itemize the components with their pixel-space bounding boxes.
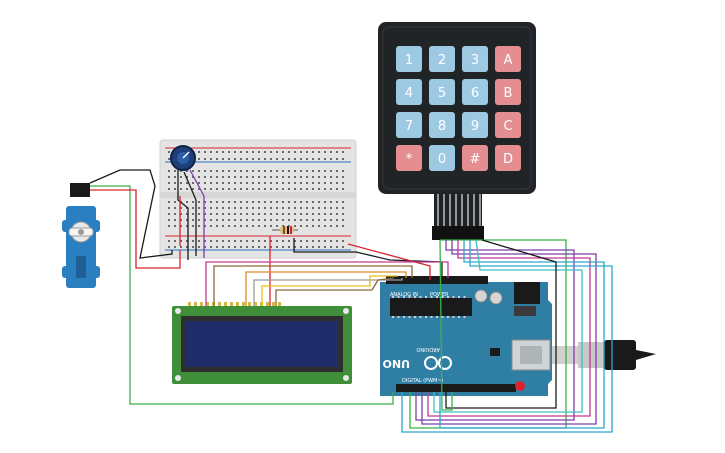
- keypad-key-1[interactable]: 1: [396, 46, 422, 72]
- wire-lcd-en: [213, 265, 413, 306]
- wire-pot-2: [183, 171, 197, 256]
- keypad-key-2[interactable]: 2: [429, 46, 455, 72]
- wire-kp-3: [421, 240, 597, 425]
- arduino-digital-label: DIGITAL (PWM~): [402, 378, 444, 384]
- potentiometer[interactable]: [170, 145, 196, 171]
- wire-kp-6: [401, 240, 613, 433]
- keypad-key-label: A: [504, 53, 513, 68]
- resistor[interactable]: [272, 226, 298, 234]
- keypad-key-label: 6: [471, 86, 479, 101]
- keypad-key-label: 1: [405, 53, 413, 68]
- keypad-key-hash[interactable]: #: [462, 145, 488, 171]
- wire-lcd-rs: [205, 261, 449, 306]
- wires: [89, 169, 613, 433]
- keypad-key-star[interactable]: *: [396, 145, 422, 171]
- wire-servo-signal: [90, 185, 394, 405]
- keypad-key-3[interactable]: 3: [462, 46, 488, 72]
- keypad-key-label: C: [503, 119, 512, 134]
- keypad-key-label: *: [406, 152, 413, 167]
- keypad-key-label: 8: [438, 119, 446, 134]
- wire-kp-7: [433, 239, 583, 413]
- keypad-key-label: 0: [438, 152, 446, 167]
- wire-kp-8: [445, 239, 557, 409]
- wire-lcd-d7: [275, 277, 395, 306]
- wire-kp-9: [439, 239, 453, 411]
- arduino-uno[interactable]: UNO ARDUINO POWER ANALOG IN DIGITAL (PWM…: [380, 276, 552, 396]
- wire-lcd-d5: [253, 278, 403, 306]
- keypad-key-label: 7: [405, 119, 413, 134]
- keypad-key-label: 5: [438, 86, 446, 101]
- wire-bb-ground: [293, 238, 443, 278]
- arduino-model-label: UNO: [383, 357, 411, 370]
- wire-kp-4: [427, 240, 591, 417]
- wire-pot-1: [177, 170, 189, 260]
- keypad-key-9[interactable]: 9: [462, 112, 488, 138]
- keypad-key-4[interactable]: 4: [396, 79, 422, 105]
- wire-kp-2: [415, 240, 575, 421]
- keypad[interactable]: 1 2 3 A 4 5 6 B 7 8 9 C * 0 # D: [378, 22, 536, 240]
- keypad-key-6[interactable]: 6: [462, 79, 488, 105]
- wire-kp-5: [439, 240, 605, 429]
- keypad-key-label: #: [470, 152, 481, 167]
- keypad-ribbon-cable: [437, 194, 481, 228]
- wire-servo-ground: [89, 169, 173, 259]
- keypad-key-d[interactable]: D: [495, 145, 521, 171]
- keypad-key-b[interactable]: B: [495, 79, 521, 105]
- keypad-key-8[interactable]: 8: [429, 112, 455, 138]
- arduino-analog-label: ANALOG IN: [390, 292, 418, 298]
- keypad-key-5[interactable]: 5: [429, 79, 455, 105]
- keypad-key-c[interactable]: C: [495, 112, 521, 138]
- keypad-key-label: 3: [471, 53, 479, 68]
- keypad-key-label: 9: [471, 119, 479, 134]
- wire-pot-3: [189, 169, 205, 258]
- keypad-key-label: B: [504, 86, 513, 101]
- wire-lcd-d6: [261, 275, 398, 306]
- keypad-key-a[interactable]: A: [495, 46, 521, 72]
- lcd-pin-header: [188, 302, 281, 306]
- breadboard[interactable]: [159, 139, 357, 259]
- keypad-key-label: 4: [405, 86, 413, 101]
- keypad-key-0[interactable]: 0: [429, 145, 455, 171]
- arduino-power-label: POWER: [430, 292, 449, 298]
- keypad-key-label: 2: [438, 53, 446, 68]
- keypad-key-label: D: [503, 152, 513, 167]
- wire-lcd-d4: [245, 271, 407, 306]
- keypad-key-7[interactable]: 7: [396, 112, 422, 138]
- lcd-display[interactable]: [172, 302, 352, 384]
- wire-servo-power: [90, 189, 181, 269]
- wire-bb-power: [347, 243, 431, 280]
- breadboard-holes: [168, 151, 344, 248]
- servo-motor[interactable]: [62, 183, 100, 288]
- arduino-brand-label: ARDUINO: [416, 346, 440, 352]
